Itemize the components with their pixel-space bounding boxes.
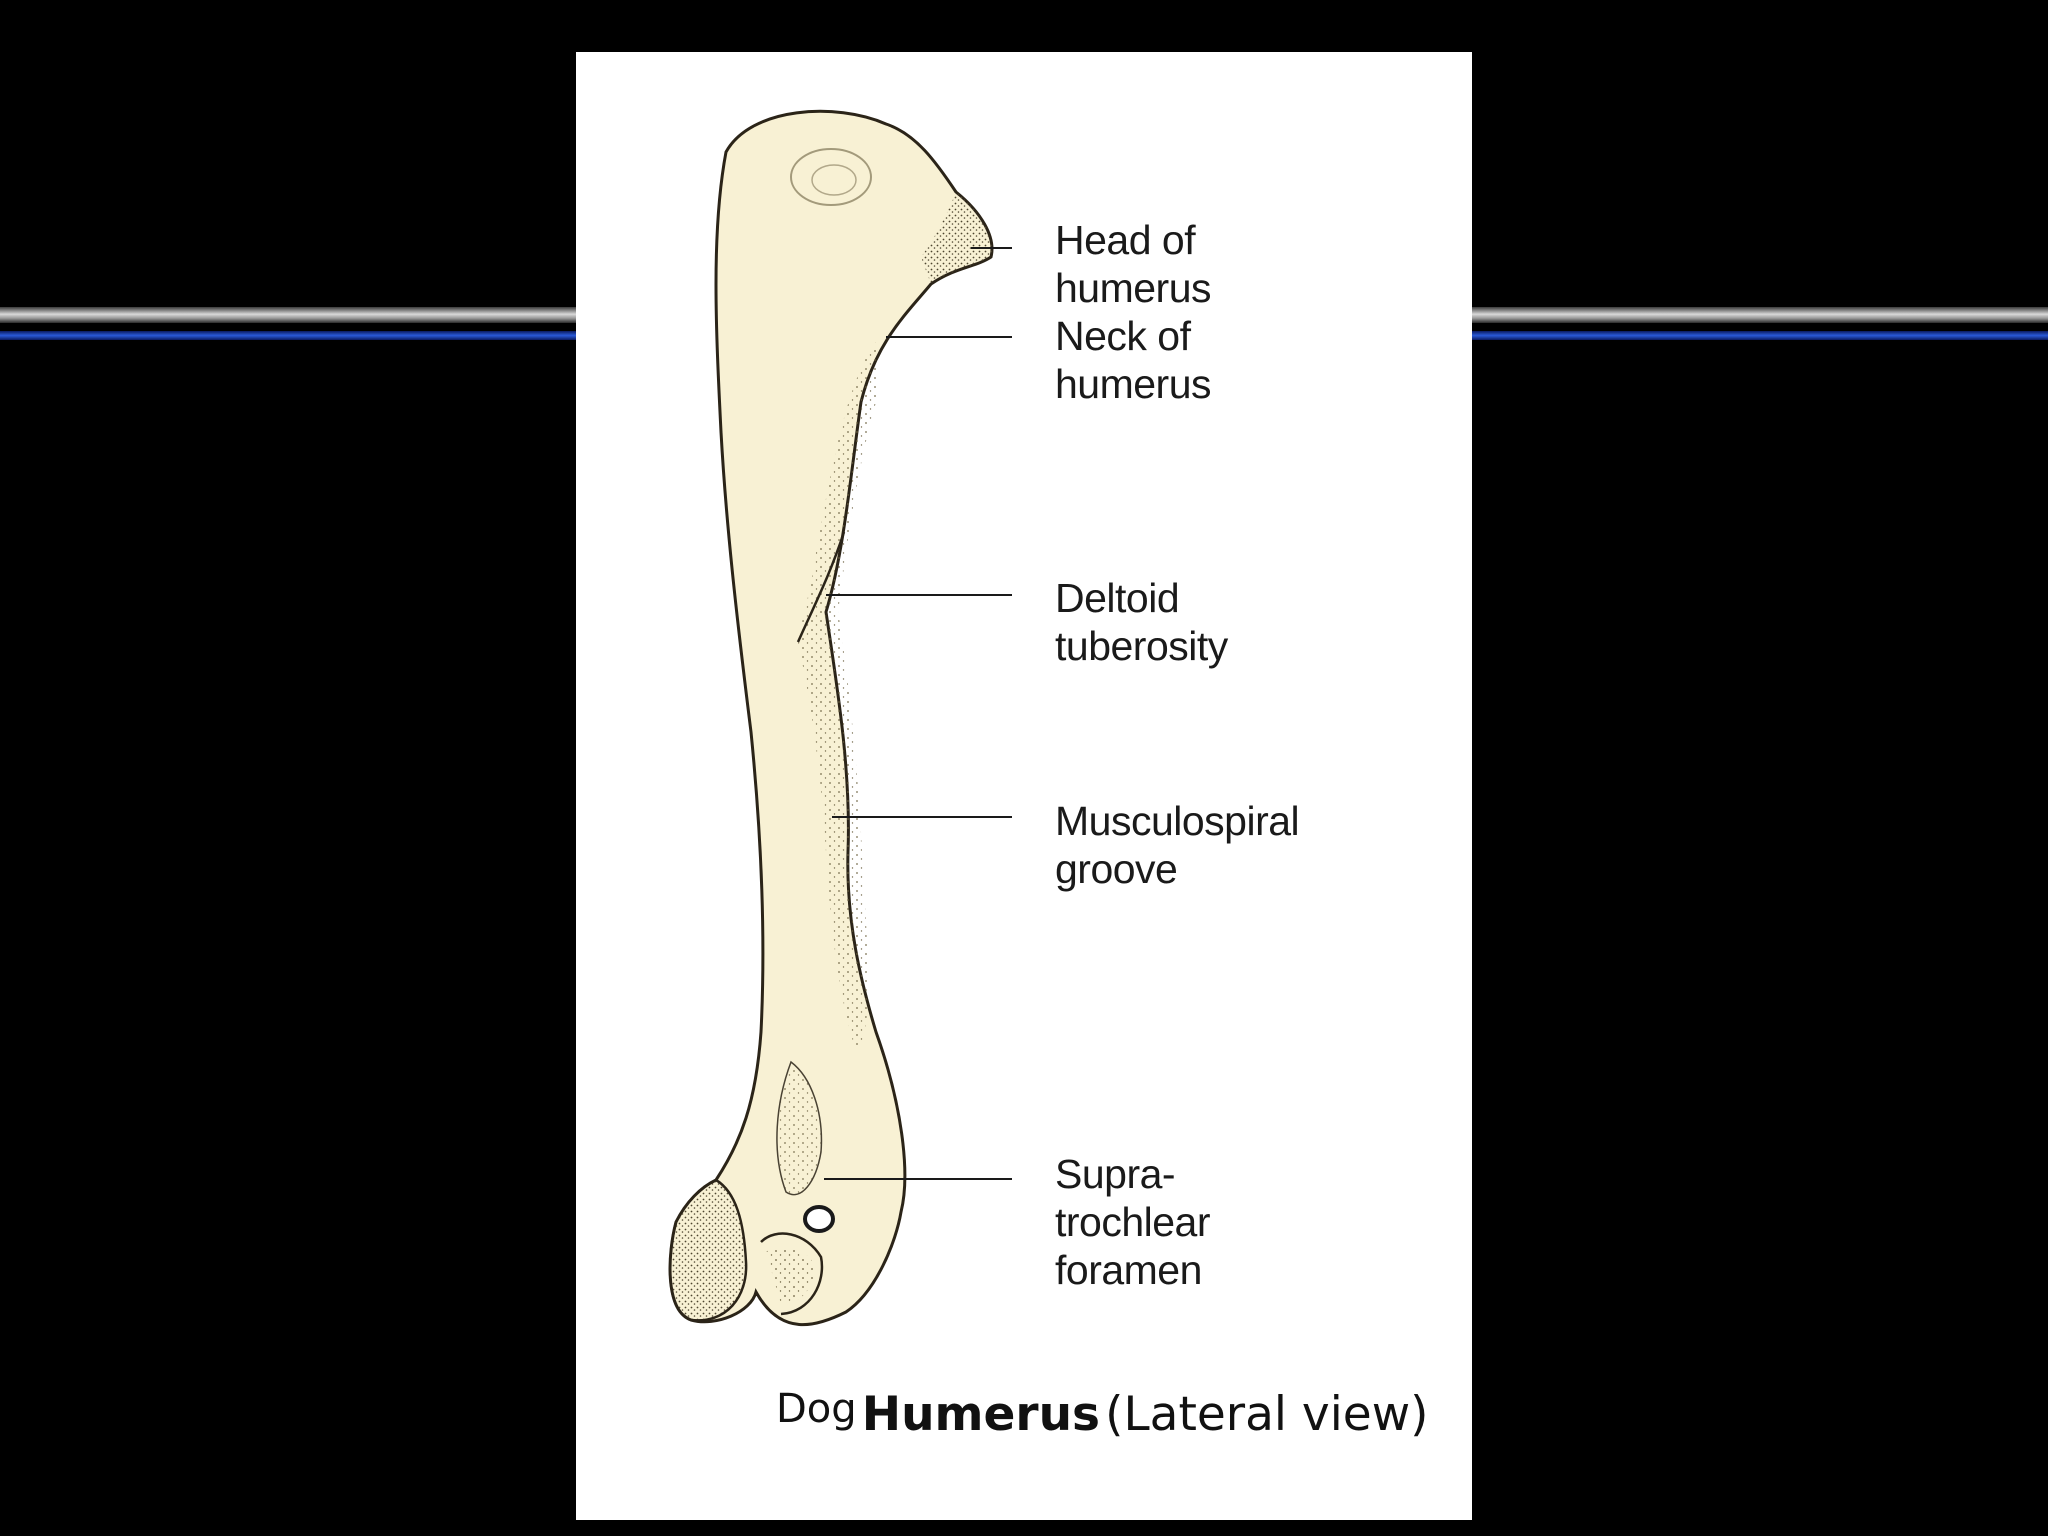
greater-tubercle-mark — [790, 148, 872, 206]
caption-species: Dog — [776, 1386, 857, 1432]
condyle-shading — [668, 1178, 748, 1322]
shaft-shading — [798, 342, 876, 1052]
supratrochlear-foramen-hole — [803, 1205, 835, 1233]
humerus-illustration — [668, 109, 1012, 1327]
deltoid-crest-line — [796, 531, 846, 643]
olecranon-fossa-outline — [776, 1060, 823, 1196]
label-musculospiral-groove: Musculospiral groove — [1055, 798, 1300, 892]
greater-tubercle-inner-mark — [811, 164, 857, 196]
figure-caption: Dog Humerus (Lateral view) — [776, 1386, 1428, 1442]
diagram-panel: Head of humerus Neck of humerus Deltoid … — [576, 52, 1472, 1520]
label-supratrochlear-foramen: Supra- trochlear foramen — [1055, 1151, 1211, 1293]
label-deltoid-tuberosity: Deltoid tuberosity — [1055, 575, 1228, 669]
humerus-head-shading — [921, 192, 992, 284]
caption-view: (Lateral view) — [1105, 1387, 1429, 1442]
trochlea-shading — [766, 1246, 815, 1304]
label-neck-of-humerus: Neck of humerus — [1055, 313, 1212, 407]
trochlea-curve — [760, 1232, 824, 1316]
caption-bone-name: Humerus — [861, 1387, 1101, 1442]
label-head-of-humerus: Head of humerus — [1055, 217, 1212, 311]
